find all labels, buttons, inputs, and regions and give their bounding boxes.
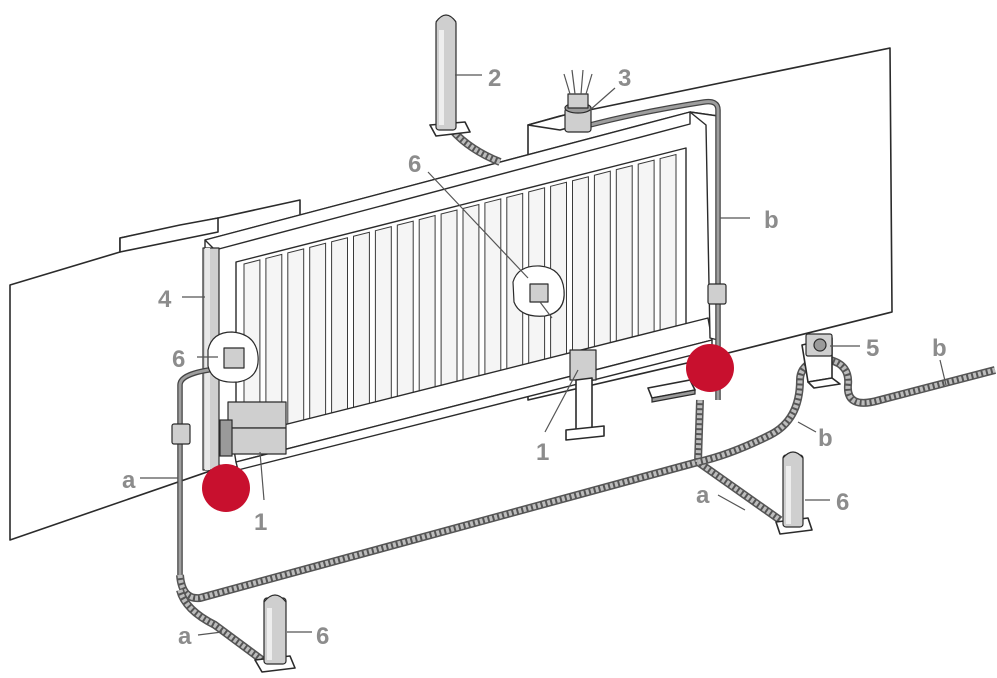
junction-box [707,283,727,305]
label-edge: 4 [158,286,172,313]
gate-slat [309,242,327,421]
gate-slat [593,170,611,353]
ground-conduits [176,127,997,664]
motor-unit [219,401,287,457]
gate-slat [462,203,480,385]
photocell-gate [512,265,565,319]
label-photocell-post-bottom: 6 [316,623,329,650]
gate-slat [659,153,677,337]
gate-slat [287,248,305,427]
gate-guide-bracket [565,349,605,441]
label-key-switch: 5 [866,335,879,362]
gate-slat [331,237,348,416]
label-cable-a-right: a [696,482,710,509]
junction-box-left [171,423,191,445]
gate-slat [418,214,436,395]
gate-slat [440,209,458,390]
gate-slat [637,159,655,343]
gate-slat [396,220,414,400]
label-photocell-post-right: 6 [836,489,849,516]
label-motor-bottom: 1 [254,509,267,536]
cable-b-vertical [589,98,727,400]
callout-labels: 2 3 6 4 6 1 1 b a 5 b b a 6 a 6 [122,65,947,650]
label-photocell-gate: 6 [408,151,421,178]
photocell-post-top [429,14,471,137]
leader-lines [140,74,947,636]
label-rack: 1 [536,439,549,466]
photocell-left [207,331,259,383]
photocell-post-bottom [254,594,296,673]
label-cable-a-bottom: a [178,623,192,650]
label-photocell-left: 6 [172,346,185,373]
photocell-post-right [775,451,813,535]
label-cable-a-left: a [122,467,136,494]
flashing-light [563,69,593,133]
floor-guide [647,379,696,403]
gate-slat [615,164,633,348]
marker-left [202,464,250,512]
label-flashing-light: 3 [618,65,631,92]
label-cable-b-mid: b [818,425,833,452]
gate-slat [353,231,370,411]
red-markers [202,344,734,512]
marker-right [686,344,734,392]
label-photocell-post-top: 2 [488,65,501,92]
gate-slat [572,176,589,358]
label-cable-b-top: b [764,207,779,234]
gate-slat [484,198,502,379]
key-switch [801,333,841,389]
gate-slat [374,226,392,406]
label-cable-b-right: b [932,335,947,362]
